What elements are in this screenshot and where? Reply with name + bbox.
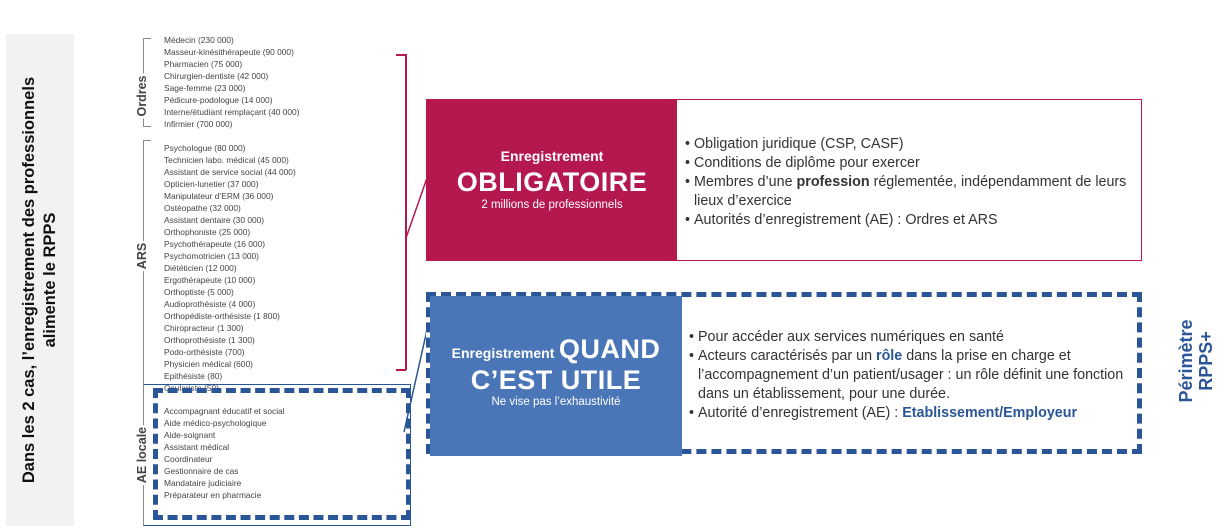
side-banner-text: Dans les 2 cas, l’enregistrement des pro… — [20, 76, 59, 484]
profession-item: Orthoptiste (5 000) — [164, 287, 234, 297]
obligatoire-bullets: Obligation juridique (CSP, CASF) Conditi… — [685, 135, 1135, 230]
utile-header: Enregistrement QUAND C’EST UTILE Ne vise… — [430, 296, 682, 456]
ae-locale-label: AE locale — [135, 424, 149, 486]
profession-item: Assistant dentaire (30 000) — [164, 215, 265, 225]
utile-bullets: Pour accéder aux services numériques en … — [689, 328, 1129, 423]
bullet: Conditions de diplôme pour exercer — [685, 154, 1135, 173]
utile-title-a: QUAND — [558, 334, 661, 364]
bullet: Obligation juridique (CSP, CASF) — [685, 135, 1135, 154]
profession-item: Pédicure-podologue (14 000) — [164, 95, 273, 105]
profession-item: Pharmacien (75 000) — [164, 59, 243, 69]
perimetre-label: Périmètre RPPS+ — [1176, 319, 1216, 403]
profession-item: Masseur-kinésithérapeute (90 000) — [164, 47, 294, 57]
profession-item: Assistant médical — [164, 442, 230, 452]
obligatoire-header: Enregistrement OBLIGATOIRE 2 millions de… — [427, 100, 677, 260]
profession-item: Aide médico-psychologique — [164, 418, 267, 428]
profession-item: Psychologue (80 000) — [164, 143, 246, 153]
profession-item: Chirurgien-dentiste (42 000) — [164, 71, 269, 81]
profession-item: Accompagnant éducatif et social — [164, 406, 285, 416]
connector-lines — [403, 177, 428, 433]
profession-item: Interne/étudiant remplaçant (40 000) — [164, 107, 300, 117]
bullet: Membres d’une profession réglementée, in… — [685, 173, 1135, 211]
profession-item: Manipulateur d’ERM (36 000) — [164, 191, 274, 201]
ordres-list: Médecin (230 000) Masseur-kinésithérapeut… — [164, 34, 299, 130]
utile-line1: Enregistrement — [451, 345, 555, 361]
profession-item: Psychomotricien (13 000) — [164, 251, 259, 261]
profession-item: Physicien médical (600) — [164, 359, 253, 369]
ae-locale-dashed-box — [153, 388, 411, 520]
obligatoire-subtitle: 2 millions de professionnels — [481, 199, 623, 211]
bracket-top — [396, 54, 406, 56]
obligatoire-box: Enregistrement OBLIGATOIRE 2 millions de… — [426, 99, 1142, 261]
profession-item: Chiropracteur (1 300) — [164, 323, 244, 333]
profession-item: Ergothérapeute (10 000) — [164, 275, 256, 285]
bullet: Autorités d’enregistrement (AE) : Ordres… — [685, 211, 1135, 230]
obligatoire-line1: Enregistrement — [500, 148, 604, 164]
profession-item: Mandataire judiciaire — [164, 478, 242, 488]
bullet: Autorité d’enregistrement (AE) : Etablis… — [689, 404, 1129, 423]
utile-title-b: C’EST UTILE — [470, 365, 642, 395]
profession-item: Aide-soignant — [164, 430, 216, 440]
profession-item: Orthophoniste (25 000) — [164, 227, 251, 237]
ars-label: ARS — [135, 240, 149, 272]
bullet: Acteurs caractérisés par un rôle dans la… — [689, 347, 1129, 404]
profession-item: Psychothérapeute (16 000) — [164, 239, 266, 249]
bracket-vertical — [405, 54, 407, 370]
ordres-label: Ordres — [135, 73, 149, 119]
side-banner: Dans les 2 cas, l’enregistrement des pro… — [6, 34, 74, 526]
profession-item: Technicien labo. médical (45 000) — [164, 155, 289, 165]
profession-item: Gestionnaire de cas — [164, 466, 239, 476]
profession-item: Audioprothésiste (4 000) — [164, 299, 256, 309]
profession-item: Infirmier (700 000) — [164, 119, 233, 129]
utile-box: Enregistrement QUAND C’EST UTILE Ne vise… — [426, 292, 1142, 456]
profession-item: Orthoprothésiste (1 300) — [164, 335, 255, 345]
ars-group-tick-top — [143, 140, 151, 141]
profession-item: Opticien-lunetier (37 000) — [164, 179, 259, 189]
ordres-group-tick-top — [143, 38, 151, 39]
profession-item: Sage-femme (23 000) — [164, 83, 246, 93]
ordres-group-tick-bottom — [143, 126, 151, 127]
profession-item: Diététicien (12 000) — [164, 263, 237, 273]
profession-item: Coordinateur — [164, 454, 213, 464]
bullet: Pour accéder aux services numériques en … — [689, 328, 1129, 347]
utile-subtitle: Ne vise pas l’exhaustivité — [491, 396, 621, 408]
profession-item: Préparateur en pharmacie — [164, 490, 262, 500]
profession-item: Médecin (230 000) — [164, 35, 234, 45]
profession-item: Orthopédiste-orthésiste (1 800) — [164, 311, 280, 321]
ars-list: Psychologue (80 000) Technicien labo. méd… — [164, 142, 296, 394]
profession-item: Ostéopathe (32 000) — [164, 203, 241, 213]
profession-item: Epithésiste (80) — [164, 371, 223, 381]
bracket-bottom — [396, 369, 406, 371]
obligatoire-title: OBLIGATOIRE — [456, 167, 648, 197]
profession-item: Podo-orthésiste (700) — [164, 347, 245, 357]
profession-item: Assistant de service social (44 000) — [164, 167, 296, 177]
